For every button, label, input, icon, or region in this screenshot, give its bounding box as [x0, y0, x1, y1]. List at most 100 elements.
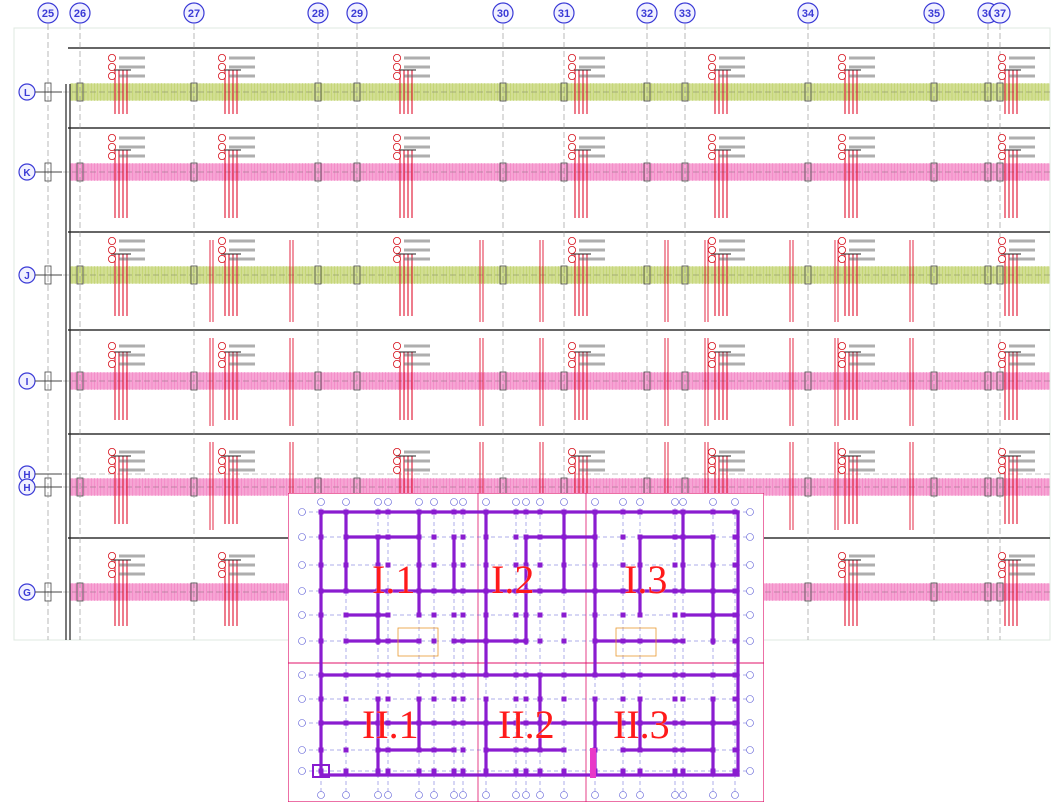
inset-column: [385, 509, 391, 515]
inset-axis-bubble: [746, 719, 754, 727]
bar-mark-note: [229, 257, 255, 261]
bar-mark-tag: [108, 142, 117, 151]
bar-mark-note: [1009, 353, 1035, 357]
inset-column: [318, 747, 324, 753]
inset-column: [513, 720, 519, 726]
axis-bubble: [346, 2, 368, 24]
inset-axis-bubble: [746, 508, 754, 516]
bar-mark-tag: [998, 456, 1007, 465]
inset-column: [523, 638, 529, 644]
inset-axis-bubble: [522, 791, 530, 799]
column-rebar: [834, 442, 839, 530]
inset-column: [375, 612, 381, 618]
inset-column: [318, 638, 324, 644]
inset-column: [431, 534, 437, 540]
inset-axis-bubble: [317, 791, 325, 799]
inset-column: [451, 638, 457, 644]
column-rebar: [789, 442, 794, 530]
bar-mark-tag: [392, 236, 401, 245]
bar-mark-tag: [392, 54, 401, 63]
inset-axis-bubble: [415, 498, 423, 506]
bar-mark-tag: [708, 142, 717, 151]
inset-column: [343, 768, 349, 774]
bar-mark-tag: [568, 133, 577, 142]
inset-column: [375, 768, 381, 774]
bar-mark-tag: [568, 456, 577, 465]
inset-column: [513, 747, 519, 753]
bar-mark-tag: [217, 245, 226, 254]
inset-column: [460, 672, 466, 678]
rebar-band-pink: [44, 162, 1050, 182]
inset-column: [416, 638, 422, 644]
inset-axis-bubble: [746, 611, 754, 619]
dowel-cluster: [396, 149, 416, 218]
column-rebar: [209, 442, 214, 530]
inset-column: [732, 612, 738, 618]
bar-mark-note: [404, 353, 430, 357]
bar-mark-note: [1009, 450, 1035, 454]
bar-mark-tag: [998, 561, 1007, 570]
bar-mark-tag: [838, 447, 847, 456]
inset-column: [375, 534, 381, 540]
axis-bubble: [674, 2, 696, 24]
inset-column: [385, 720, 391, 726]
inset-column: [537, 588, 543, 594]
bar-mark-tag: [568, 254, 577, 263]
inset-column: [592, 672, 598, 678]
bar-mark-note: [1009, 563, 1035, 567]
bar-mark-tag: [568, 63, 577, 72]
bar-mark-note: [719, 344, 745, 348]
inset-column: [680, 638, 686, 644]
inset-column: [561, 534, 567, 540]
inset-column: [523, 747, 529, 753]
inset-column: [416, 509, 422, 515]
dowel-cluster: [111, 149, 131, 218]
bar-mark-note: [1009, 136, 1035, 140]
bar-mark-note: [119, 353, 145, 357]
inset-column: [385, 768, 391, 774]
inset-axis-bubble: [591, 498, 599, 506]
bar-mark-note: [404, 145, 430, 149]
bar-mark-note: [404, 136, 430, 140]
inset-column: [483, 509, 489, 515]
inset-axis-bubble: [746, 695, 754, 703]
inset-column: [451, 720, 457, 726]
inset-axis-bubble: [512, 791, 520, 799]
inset-column: [431, 612, 437, 618]
inset-column: [343, 638, 349, 644]
bar-mark-tag: [108, 63, 117, 72]
axis-label: 34: [802, 8, 815, 20]
inset-axis-bubble: [679, 791, 687, 799]
bar-mark-note: [849, 468, 875, 472]
inset-column: [385, 588, 391, 594]
bar-mark-tag: [708, 456, 717, 465]
bar-mark-note: [719, 459, 745, 463]
inset-column: [561, 562, 567, 568]
bar-mark-tag: [838, 151, 847, 160]
axis-label: J: [24, 271, 30, 282]
inset-column: [732, 672, 738, 678]
bar-mark-tag: [217, 561, 226, 570]
inset-column: [451, 534, 457, 540]
axis-bubble: [183, 2, 205, 24]
inset-axis-bubble: [298, 637, 306, 645]
inset-column: [513, 588, 519, 594]
bar-mark-note: [1009, 145, 1035, 149]
inset-column: [483, 534, 489, 540]
inset-column: [620, 534, 626, 540]
col-axis-head: 29: [346, 2, 368, 24]
column-rebar: [664, 338, 669, 426]
inset-axis-bubble: [450, 791, 458, 799]
inset-axis-bubble: [298, 767, 306, 775]
inset-column: [416, 747, 422, 753]
inset-column: [537, 509, 543, 515]
bar-mark-tag: [708, 447, 717, 456]
bar-mark-tag: [708, 63, 717, 72]
bar-mark-note: [229, 154, 255, 158]
bar-mark-note: [719, 154, 745, 158]
col-axis-head: 28: [307, 2, 329, 24]
inset-column: [343, 588, 349, 594]
inset-column: [537, 768, 543, 774]
inset-column: [637, 747, 643, 753]
inset-column: [451, 562, 457, 568]
